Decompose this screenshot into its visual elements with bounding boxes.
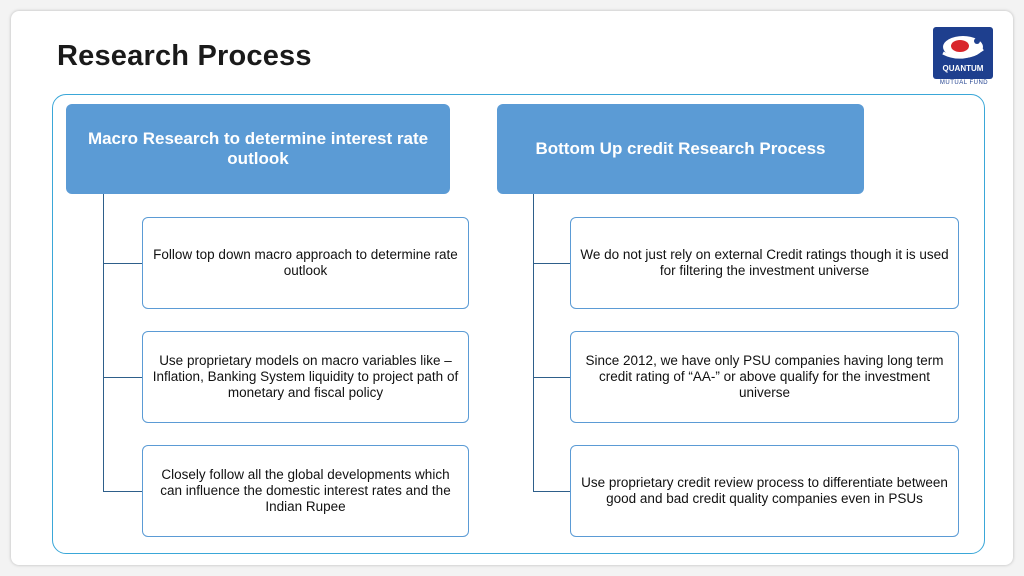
- logo-swirl-icon: [942, 36, 984, 59]
- right-connector-2: [533, 377, 571, 378]
- left-item-1: Follow top down macro approach to determ…: [142, 217, 469, 309]
- quantum-logo: QUANTUM MUTUAL FUND: [933, 27, 995, 89]
- left-connector-3: [103, 491, 143, 492]
- right-item-2: Since 2012, we have only PSU companies h…: [570, 331, 959, 423]
- left-header-box: Macro Research to determine interest rat…: [66, 104, 450, 194]
- right-connector-vertical: [533, 194, 534, 492]
- left-item-3: Closely follow all the global developmen…: [142, 445, 469, 537]
- left-connector-vertical: [103, 194, 104, 492]
- left-connector-2: [103, 377, 143, 378]
- logo-name: QUANTUM: [942, 64, 984, 73]
- right-header-box: Bottom Up credit Research Process: [497, 104, 864, 194]
- right-connector-3: [533, 491, 571, 492]
- logo-mark: QUANTUM: [933, 27, 993, 79]
- right-item-1: We do not just rely on external Credit r…: [570, 217, 959, 309]
- page-title: Research Process: [57, 40, 312, 72]
- right-item-3: Use proprietary credit review process to…: [570, 445, 959, 537]
- right-connector-1: [533, 263, 571, 264]
- left-connector-1: [103, 263, 143, 264]
- left-item-2: Use proprietary models on macro variable…: [142, 331, 469, 423]
- logo-subtitle: MUTUAL FUND: [939, 80, 989, 86]
